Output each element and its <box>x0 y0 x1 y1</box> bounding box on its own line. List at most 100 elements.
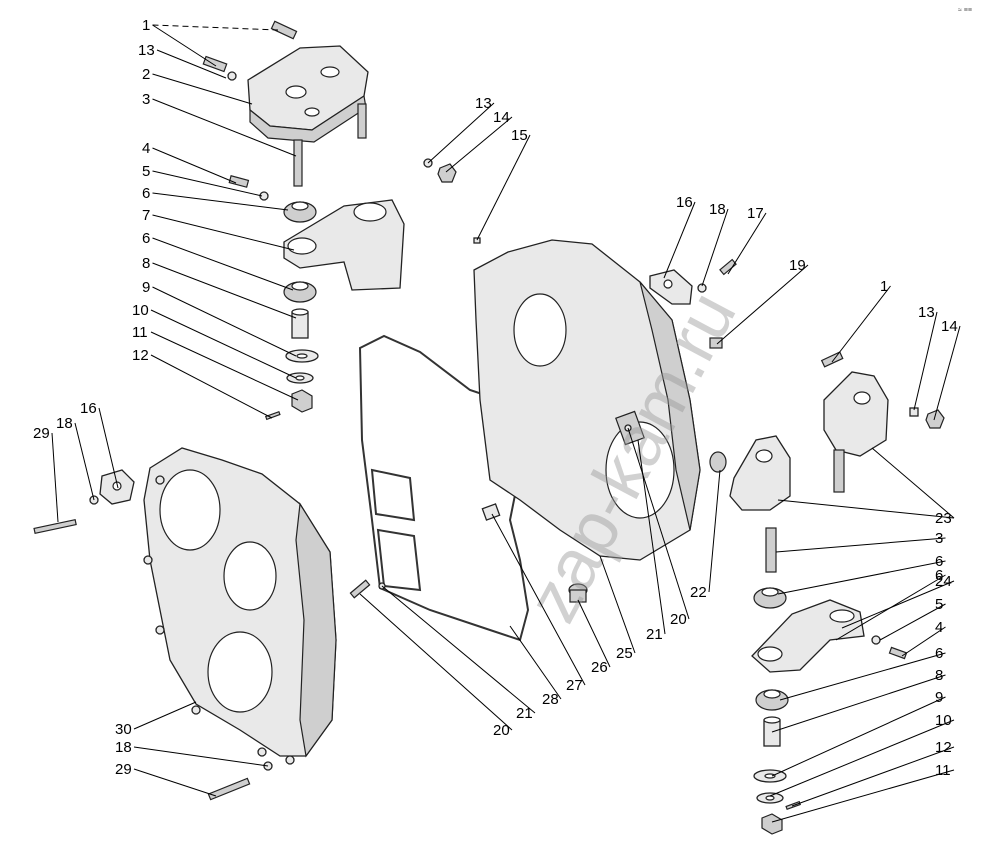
callout-label-l29b: 29 <box>115 761 132 778</box>
leader-line-l23 <box>777 499 955 519</box>
callout-label-l4b: 4 <box>935 619 943 636</box>
leader-line-l16b <box>98 407 119 489</box>
callout-label-l30: 30 <box>115 721 132 738</box>
leader-line-l2 <box>152 73 253 105</box>
corner-mark: ≈ ≡≡ <box>958 7 972 14</box>
bracket-23-left <box>729 435 791 511</box>
callout-label-l13c: 13 <box>918 304 935 321</box>
callout-label-l13b: 13 <box>475 95 492 112</box>
callout-label-l11a: 11 <box>132 324 148 341</box>
leader-line-l28 <box>509 625 562 700</box>
callout-label-l14a: 14 <box>493 109 510 126</box>
callout-label-l10b: 10 <box>935 712 952 729</box>
callout-label-l6b: 6 <box>142 230 150 247</box>
callout-label-l25: 25 <box>616 645 633 662</box>
washers-9-10-a <box>285 349 319 384</box>
bushing-6-d <box>755 689 789 711</box>
leader-line-l12a <box>150 354 273 419</box>
callout-label-l2: 2 <box>142 66 150 83</box>
leader-line-l15 <box>476 134 531 241</box>
callout-label-l23: 23 <box>935 510 952 527</box>
callout-label-l12b: 12 <box>935 739 952 756</box>
bolt-29-left <box>33 495 99 535</box>
pins-20-21 <box>349 503 501 599</box>
plate-16-right <box>649 258 737 349</box>
callout-label-l15: 15 <box>511 127 528 144</box>
cradle-24 <box>751 599 908 673</box>
top-small-parts <box>423 158 481 244</box>
leader-line-l1a-b <box>152 24 217 67</box>
leader-line-l17 <box>727 212 767 275</box>
callout-label-l20b: 20 <box>493 722 510 739</box>
callout-label-l10a: 10 <box>132 302 149 319</box>
leader-line-l11b <box>771 769 955 823</box>
callout-label-l24: 24 <box>935 573 952 590</box>
leader-line-l6b <box>152 237 294 291</box>
stud-3-top <box>293 103 367 187</box>
leader-line-l3a <box>152 98 297 157</box>
callout-label-l18c: 18 <box>115 739 132 756</box>
callout-label-l27: 27 <box>566 677 583 694</box>
leader-line-l1b <box>831 285 891 363</box>
leader-line-l9b <box>771 696 946 777</box>
leader-line-l18c <box>133 746 269 767</box>
nut-11-a <box>264 389 313 421</box>
front-cover-30 <box>143 447 337 765</box>
callout-label-l5b: 5 <box>935 596 943 613</box>
leader-line-l20b <box>359 593 513 731</box>
leader-line-l14b <box>933 325 961 421</box>
leader-line-l13b <box>427 102 495 164</box>
callout-label-l17: 17 <box>747 205 764 222</box>
callout-label-l6a: 6 <box>142 185 150 202</box>
callout-label-l9a: 9 <box>142 279 150 296</box>
leader-line-l11a <box>150 331 299 401</box>
bracket-23-right <box>820 351 945 493</box>
leader-line-l18b <box>74 422 95 501</box>
bolt-4-top <box>228 175 269 201</box>
leader-line-l30 <box>133 701 197 730</box>
callout-label-l5a: 5 <box>142 163 150 180</box>
leader-line-l18a <box>701 208 729 287</box>
leader-line-l26 <box>577 599 611 668</box>
leader-line-l23-b <box>871 447 955 519</box>
bolt-1-top <box>202 20 298 81</box>
leader-line-l19 <box>716 264 809 345</box>
leader-line-l9a <box>152 286 297 357</box>
leader-line-l7 <box>152 214 295 251</box>
bushing-6-a <box>283 201 317 223</box>
bushing-6-b <box>283 281 317 303</box>
leader-line-l16a <box>663 201 696 279</box>
leader-line-l6e <box>779 652 946 701</box>
plate-16-left <box>99 469 135 505</box>
leader-line-l20a <box>627 427 690 620</box>
callout-label-l14b: 14 <box>941 318 958 335</box>
leader-line-l3b <box>775 537 946 553</box>
bolt-29-bottom <box>207 761 273 801</box>
callout-label-l6c: 6 <box>935 553 943 570</box>
leader-line-l8a <box>152 262 297 319</box>
callout-label-l21b: 21 <box>516 705 533 722</box>
sleeve-8-a <box>291 308 309 339</box>
callout-label-l8a: 8 <box>142 255 150 272</box>
leader-line-l4b <box>901 626 946 657</box>
callout-label-l1b: 1 <box>880 278 888 295</box>
leader-line-l6c <box>777 560 946 595</box>
leader-line-l4a <box>152 147 237 184</box>
callout-label-l3a: 3 <box>142 91 150 108</box>
callout-label-l8b: 8 <box>935 667 943 684</box>
bushing-6-c <box>753 587 787 609</box>
leader-line-l22 <box>708 469 721 593</box>
callout-label-l13a: 13 <box>138 42 155 59</box>
callout-label-l28: 28 <box>542 691 559 708</box>
leader-line-l6a <box>152 192 289 211</box>
callout-label-l12a: 12 <box>132 347 149 364</box>
plug-26 <box>568 583 588 603</box>
cradle-7 <box>283 199 405 291</box>
bushing-22 <box>709 451 727 473</box>
callout-label-l7: 7 <box>142 207 150 224</box>
stud-3-right <box>765 527 777 573</box>
callout-label-l6d: 6 <box>935 567 943 584</box>
